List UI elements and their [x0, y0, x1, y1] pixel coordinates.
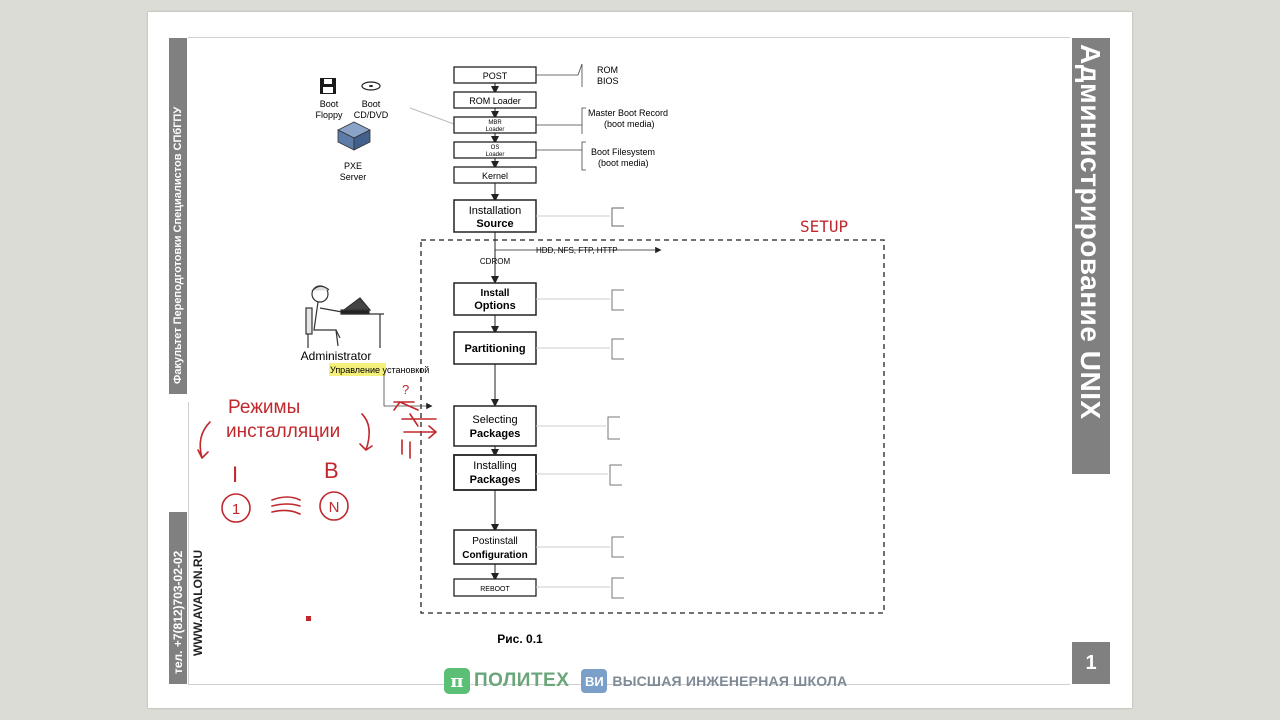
step-selecting-packages: Selecting Packages — [453, 405, 537, 447]
control-label-rest: установкой — [380, 365, 429, 375]
step-selecting-2: Packages — [470, 428, 521, 440]
floppy-label-1: Boot — [320, 99, 339, 109]
chain-mbr-sub: Loader — [486, 127, 505, 133]
chain-os-loader: OS Loader — [453, 141, 537, 159]
annotation-circle-1: 1 — [232, 501, 240, 518]
control-label: Управление установкой — [330, 365, 429, 375]
control-label-highlight: Управление — [330, 365, 380, 375]
note-rom: ROM — [597, 65, 618, 75]
installation-source-line2: Source — [476, 218, 513, 230]
hse-mark-icon: ВИ — [581, 669, 608, 693]
step-reboot: REBOOT — [453, 578, 537, 597]
administrator-label: Administrator — [301, 349, 372, 363]
faculty-band: Факультет Переподготовки Специалистов СП… — [169, 38, 187, 394]
source-side-bracket — [611, 207, 624, 227]
cd-label-2: CD/DVD — [354, 110, 389, 120]
rom-bios-connector — [536, 63, 583, 87]
handwritten-annotations — [197, 401, 438, 621]
chain-kernel-label: Kernel — [482, 171, 508, 181]
step-postinstall-2: Configuration — [462, 550, 528, 561]
control-label-highlight-bg — [329, 363, 386, 376]
fs-connector — [536, 141, 586, 171]
hse-text: ВЫСШАЯ ИНЖЕНЕРНАЯ ШКОЛА — [612, 673, 848, 689]
frame-top — [188, 37, 1070, 38]
chain-mbr-label: MBR — [488, 120, 502, 126]
step-partitioning-1: Partitioning — [464, 343, 525, 355]
figure-caption: Рис. 0.1 — [497, 632, 543, 646]
phone-band: тел. +7(812)703-02-02 — [169, 512, 187, 684]
installation-source-line1: Installation — [469, 205, 522, 217]
polytech-mark-icon: π — [444, 668, 470, 694]
chain-kernel: Kernel — [453, 166, 537, 184]
title-band: Администрирование UNIX — [1072, 38, 1110, 474]
annotation-setup: SETUP — [800, 217, 848, 236]
boot-install-diagram: Boot Floppy Boot CD/DVD PXE Server POST … — [197, 63, 885, 646]
note-mbr-1: Master Boot Record — [588, 108, 668, 118]
cdrom-label: CDROM — [480, 257, 511, 266]
annotation-modes-2: инсталляции — [226, 421, 340, 442]
footer-logos: π ПОЛИТЕХ ВИ ВЫСШАЯ ИНЖЕНЕРНАЯ ШКОЛА — [444, 668, 847, 694]
chain-os-label: OS — [491, 145, 500, 151]
setup-region — [420, 239, 885, 614]
polytech-text: ПОЛИТЕХ — [474, 670, 570, 691]
note-mbr-2: (boot media) — [604, 119, 655, 129]
step-selecting-1: Selecting — [472, 414, 517, 426]
step-partitioning: Partitioning — [453, 331, 537, 365]
page-number: 1 — [1072, 642, 1110, 684]
cd-icon — [361, 81, 381, 91]
step-installing-packages: Installing Packages — [453, 454, 537, 491]
floppy-icon — [320, 78, 336, 94]
step-side-brackets — [536, 289, 624, 599]
installation-source-box: Installation Source — [453, 199, 537, 233]
note-fs-1: Boot Filesystem — [591, 147, 655, 157]
pxe-label-2: Server — [340, 172, 367, 182]
slide: Факультет Переподготовки Специалистов СП… — [148, 12, 1132, 708]
hse-logo: ВИ ВЫСШАЯ ИНЖЕНЕРНАЯ ШКОЛА — [581, 669, 847, 693]
cd-label-1: Boot — [362, 99, 381, 109]
step-installing-1: Installing — [473, 460, 516, 472]
annotation-letter-b: B — [324, 458, 339, 483]
admin-control-connector — [383, 374, 433, 410]
annotation-modes-1: Режимы — [228, 397, 300, 418]
frame-left-divider — [188, 402, 189, 684]
frame-bottom — [188, 684, 1070, 685]
step-install-options: Install Options — [453, 282, 537, 316]
step-reboot-1: REBOOT — [480, 586, 510, 593]
chain-rom-loader-label: ROM Loader — [469, 96, 521, 106]
annotation-letter-i: I — [232, 462, 238, 487]
annotation-circle-n: N — [329, 499, 340, 516]
administrator-figure — [305, 285, 384, 348]
note-bios: BIOS — [597, 76, 619, 86]
mbr-connector — [536, 107, 586, 134]
server-icon — [337, 121, 371, 151]
chain-post: POST — [453, 66, 537, 84]
boot-source-connector — [409, 107, 455, 125]
step-postinstall-1: Postinstall — [472, 536, 518, 547]
chain-os-sub: Loader — [486, 152, 505, 158]
step-installing-2: Packages — [470, 474, 521, 486]
note-fs-2: (boot media) — [598, 158, 649, 168]
chain-rom-loader: ROM Loader — [453, 91, 537, 109]
annotation-question: ? — [402, 382, 409, 397]
pxe-label-1: PXE — [344, 161, 362, 171]
step-install-options-2: Options — [474, 300, 516, 312]
chain-post-label: POST — [483, 71, 508, 81]
floppy-label-2: Floppy — [315, 110, 343, 120]
step-install-options-1: Install — [481, 288, 510, 299]
polytech-logo: π ПОЛИТЕХ — [444, 668, 569, 694]
media-label: HDD, NFS, FTP, HTTP — [536, 246, 618, 255]
chain-mbr-loader: MBR Loader — [453, 116, 537, 134]
step-postinstall: Postinstall Configuration — [453, 529, 537, 565]
